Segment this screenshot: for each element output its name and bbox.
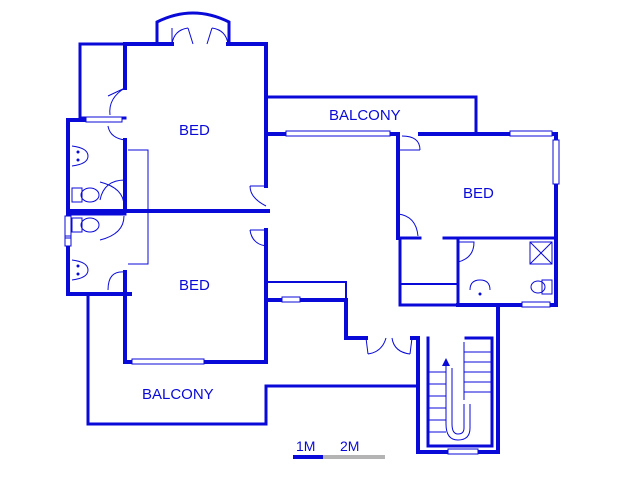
window-bath-left-top xyxy=(64,235,72,239)
shower-right xyxy=(529,241,553,265)
toilet-left-2 xyxy=(71,217,100,233)
toilet-left xyxy=(71,187,100,203)
stair-arrow-path xyxy=(445,368,471,441)
door-french-top xyxy=(171,27,229,45)
label-balcony-bottom: BALCONY xyxy=(142,386,214,403)
scale-bar: 1M 2M xyxy=(293,438,385,459)
label-bed-right: BED xyxy=(463,185,494,202)
door-right-lower xyxy=(397,213,419,237)
scale-label-2m: 2M xyxy=(340,438,359,454)
door-bed-top-corridor xyxy=(249,185,267,207)
toilet-right xyxy=(530,279,553,295)
label-bed-bottom-left: BED xyxy=(179,277,210,294)
shower-screen-left-2 xyxy=(99,215,125,241)
partitions xyxy=(128,149,149,265)
scale-segment-2m xyxy=(323,455,385,459)
fixtures xyxy=(71,145,553,296)
window-corridor-bottom xyxy=(281,296,301,303)
door-landing xyxy=(365,337,413,355)
basin-top-left xyxy=(71,145,89,167)
window-right-top xyxy=(509,130,553,137)
window-right-side xyxy=(552,139,560,185)
scale-label-1m: 1M xyxy=(296,438,315,454)
walls xyxy=(66,11,558,454)
window-stair-bottom xyxy=(447,448,479,455)
window-corridor-slide xyxy=(285,130,391,137)
door-bed-right xyxy=(398,135,421,151)
shower-screen-left xyxy=(99,181,125,207)
windows xyxy=(64,116,560,455)
door-bed-top-bath xyxy=(107,87,126,116)
window-left-side xyxy=(64,215,72,247)
door-bed-bottom-corridor xyxy=(249,229,267,247)
staircase xyxy=(428,342,492,441)
label-balcony-top: BALCONY xyxy=(329,107,401,124)
room-labels: BED BED BED BALCONY BALCONY xyxy=(142,107,494,403)
label-bed-top-left: BED xyxy=(179,122,210,139)
door-bed-bottom-bath xyxy=(107,271,126,291)
doors xyxy=(99,27,475,355)
basin-bottom-left xyxy=(71,259,89,281)
window-bath-bottom xyxy=(521,301,551,308)
basin-right xyxy=(469,279,491,296)
scale-segment-1m xyxy=(293,455,323,459)
window-left-top xyxy=(85,116,123,123)
window-bottom-bed xyxy=(131,358,205,365)
arrow-up-icon xyxy=(442,358,450,366)
door-bed-top-bath2 xyxy=(107,125,126,141)
door-ensuite xyxy=(457,241,475,263)
